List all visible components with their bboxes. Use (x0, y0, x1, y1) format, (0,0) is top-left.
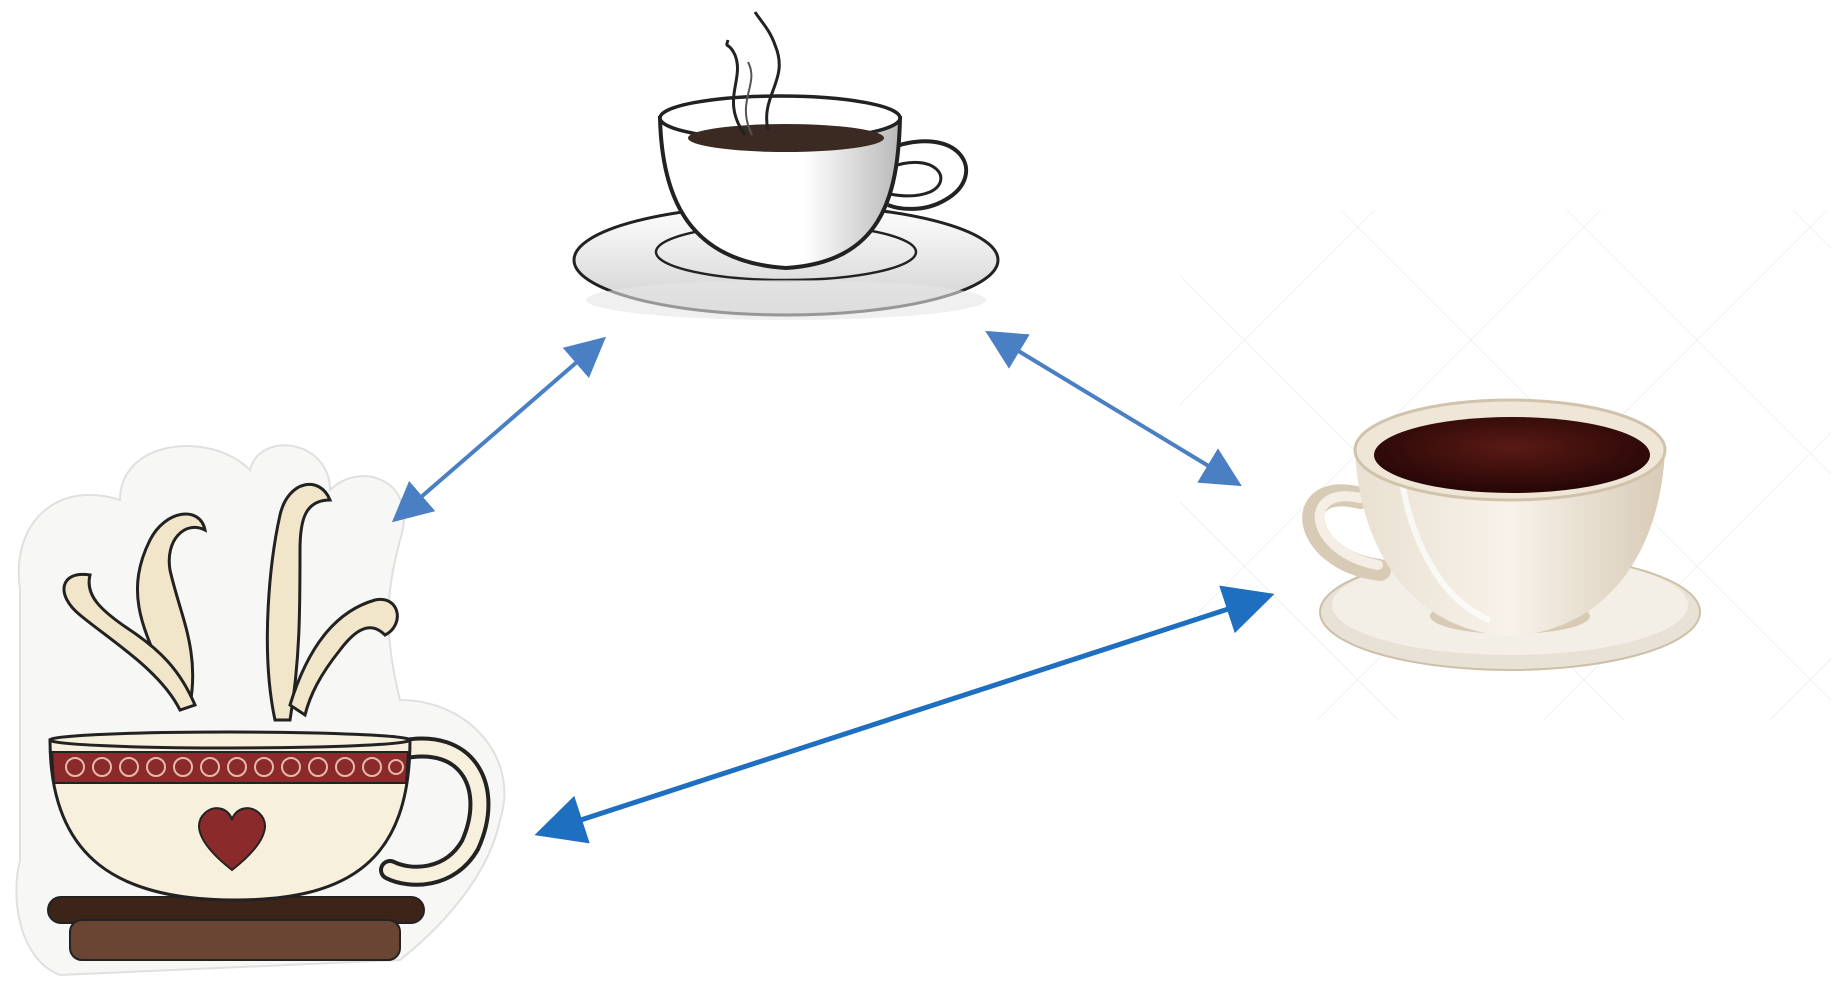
sketch-coffee-cup-node (572, 11, 1000, 320)
sticker-coffee-cup-node (15, 444, 506, 977)
edge-sticker-photo-arrow (534, 585, 1275, 844)
sketched-coffee-cup-icon (572, 11, 1000, 320)
realistic-coffee-cup-icon (1302, 398, 1701, 671)
edge-sketch-photo-arrow (985, 330, 1242, 487)
heart-icon (198, 807, 266, 872)
heart-coffee-cup-icon (15, 444, 506, 977)
edge-sticker-sketch-arrow (391, 336, 607, 523)
photo-coffee-cup-node (1180, 210, 1831, 720)
edges (391, 330, 1275, 844)
